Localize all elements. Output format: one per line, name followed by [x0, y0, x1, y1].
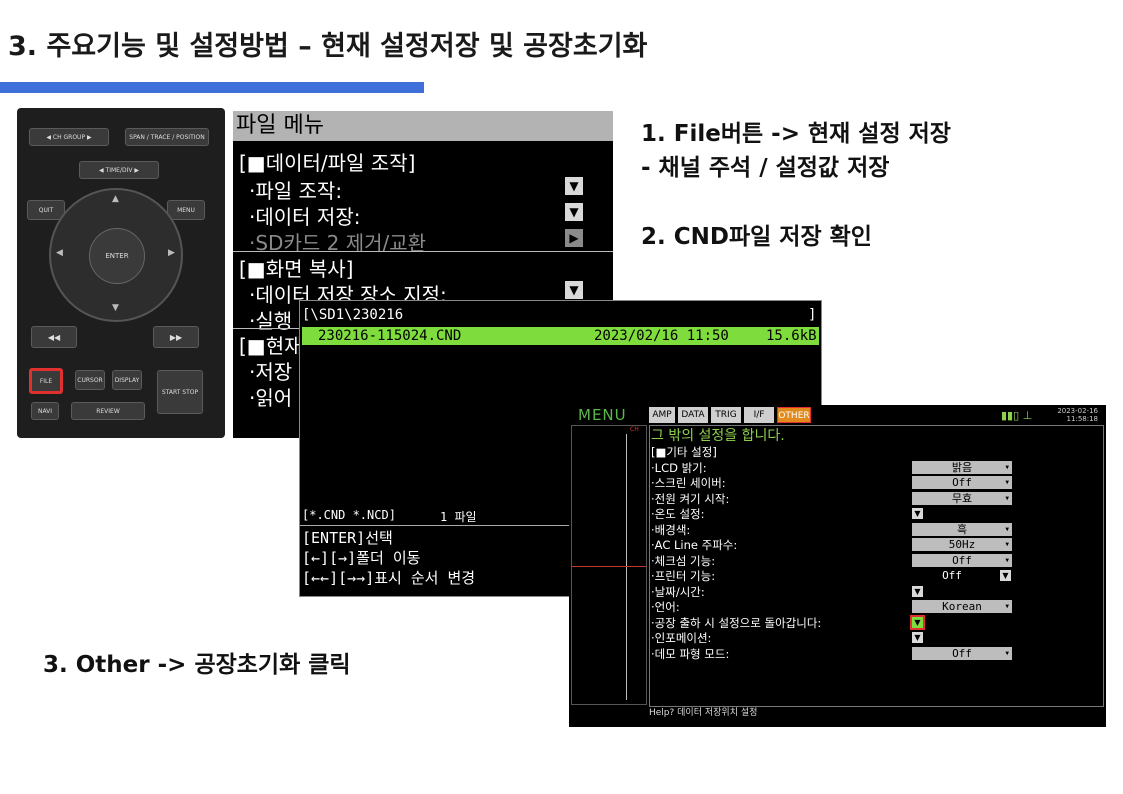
- enter-key[interactable]: ENTER: [89, 228, 145, 284]
- play-arrow-icon: ▶: [565, 229, 583, 247]
- language-select[interactable]: Korean: [912, 600, 1012, 613]
- file-size: 15.6kB: [766, 328, 817, 344]
- folder-path-end: ]: [808, 307, 817, 323]
- help-bar: Help? 데이터 저장위치 설정: [649, 708, 758, 718]
- note-step1: 1. File버튼 -> 현재 설정 저장: [641, 121, 951, 147]
- review-key[interactable]: REVIEW: [71, 402, 145, 420]
- slide-title: 3. 주요기능 및 설정방법 – 현재 설정저장 및 공장초기화: [8, 31, 648, 62]
- title-underline: [0, 82, 424, 93]
- help-folder-move: [←][→]폴더 이동: [302, 549, 421, 567]
- rewind-key[interactable]: ◀◀: [31, 326, 77, 348]
- checksum-select[interactable]: Off: [912, 554, 1012, 567]
- lcd-brightness-select[interactable]: 밝음: [912, 461, 1012, 474]
- dropdown-icon[interactable]: ▼: [565, 281, 583, 299]
- cursor-key[interactable]: CURSOR: [75, 370, 105, 390]
- printer-dropdown-icon[interactable]: ▼: [1000, 570, 1011, 581]
- file-filter: [*.CND *.NCD]: [302, 508, 396, 522]
- tab-other[interactable]: OTHER: [777, 407, 811, 423]
- section-other-settings: [■기타 설정]: [651, 445, 717, 459]
- file-date: 2023/02/16 11:50: [594, 328, 729, 344]
- settings-panel: [649, 425, 1104, 707]
- menu-key[interactable]: MENU: [167, 200, 205, 220]
- power-on-start-select[interactable]: 무효: [912, 492, 1012, 505]
- setting-background-color: ·배경색:: [651, 523, 691, 537]
- setting-date-time: ·날짜/시간:: [651, 585, 705, 599]
- settings-description: 그 밖의 설정을 합니다.: [651, 428, 785, 444]
- left-arrow-icon: ◀: [56, 248, 63, 258]
- file-count: 1 파일: [440, 510, 477, 524]
- other-settings-screen: MENU AMP DATA TRIG I/F OTHER ▮▮▯ ⊥ 2023-…: [569, 405, 1106, 727]
- setting-checksum: ·체크섬 기능:: [651, 554, 716, 568]
- menu-label: MENU: [578, 406, 627, 424]
- setting-screen-saver: ·스크린 세이버:: [651, 476, 726, 490]
- folder-path: [\SD1\230216: [302, 307, 404, 323]
- status-date: 2023-02-16: [1057, 407, 1098, 415]
- status-icons: ▮▮▯ ⊥: [1001, 409, 1033, 422]
- status-clock: 2023-02-16 11:58:18: [1057, 407, 1098, 423]
- note-step2: 2. CND파일 저장 확인: [641, 224, 872, 250]
- factory-reset-dropdown-icon[interactable]: ▼: [910, 615, 925, 630]
- information-dropdown-icon[interactable]: ▼: [912, 632, 923, 643]
- trace-line: [572, 566, 646, 567]
- background-color-select[interactable]: 흑: [912, 523, 1012, 536]
- printer-value: Off: [942, 569, 962, 582]
- menu-item-execute[interactable]: ·실행: [249, 309, 293, 333]
- demo-waveform-select[interactable]: Off: [912, 647, 1012, 660]
- help-sort-order: [←←][→→]표시 순서 변경: [302, 569, 476, 587]
- ch-label: CH: [630, 426, 639, 433]
- file-name: 230216-115024.CND: [318, 328, 462, 344]
- note-step1-detail: - 채널 주석 / 설정값 저장: [641, 155, 890, 181]
- dropdown-icon[interactable]: ▼: [565, 203, 583, 221]
- section-current-settings: [■현재: [239, 334, 303, 358]
- section-screen-copy: [■화면 복사]: [239, 257, 354, 281]
- status-time: 11:58:18: [1066, 415, 1098, 423]
- down-arrow-icon: ▼: [112, 303, 119, 313]
- menu-item-load-settings[interactable]: ·읽어: [249, 386, 293, 410]
- note-step3: 3. Other -> 공장초기화 클릭: [43, 652, 351, 678]
- navi-key[interactable]: NAVI: [31, 402, 59, 420]
- tab-trig[interactable]: TRIG: [711, 407, 741, 423]
- setting-printer: ·프린터 기능:: [651, 569, 716, 583]
- dropdown-icon[interactable]: ▼: [565, 177, 583, 195]
- menu-item-save-settings[interactable]: ·저장: [249, 360, 293, 384]
- tab-data[interactable]: DATA: [678, 407, 708, 423]
- setting-demo-waveform: ·데모 파형 모드:: [651, 647, 730, 661]
- time-div-key[interactable]: ◀ TIME/DIV ▶: [79, 161, 159, 179]
- temperature-dropdown-icon[interactable]: ▼: [912, 508, 923, 519]
- waveform-area: CH: [571, 425, 647, 705]
- device-keypad-photo: ◀ CH GROUP ▶ SPAN / TRACE / POSITION ◀ T…: [17, 108, 225, 438]
- help-enter-select: [ENTER]선택: [302, 529, 393, 547]
- file-menu-header: 파일 메뉴: [233, 111, 613, 141]
- span-trace-key[interactable]: SPAN / TRACE / POSITION: [125, 128, 209, 146]
- ch-group-key[interactable]: ◀ CH GROUP ▶: [29, 128, 109, 146]
- setting-lcd-brightness: ·LCD 밝기:: [651, 461, 707, 475]
- menu-item-data-save[interactable]: ·데이터 저장:: [249, 205, 361, 229]
- setting-factory-reset: ·공장 출하 시 설정으로 돌아갑니다:: [651, 616, 822, 630]
- section-data-file: [■데이터/파일 조작]: [239, 151, 416, 175]
- ac-line-frequency-select[interactable]: 50Hz: [912, 538, 1012, 551]
- tab-amp[interactable]: AMP: [649, 407, 675, 423]
- setting-power-on-start: ·전원 켜기 시작:: [651, 492, 730, 506]
- setting-temperature: ·온도 설정:: [651, 507, 705, 521]
- divider: [233, 251, 613, 252]
- up-arrow-icon: ▲: [112, 194, 119, 204]
- setting-information: ·인포메이션:: [651, 631, 712, 645]
- axis-line: [626, 434, 627, 700]
- file-row-selected[interactable]: 230216-115024.CND 2023/02/16 11:50 15.6k…: [302, 327, 819, 345]
- start-stop-key[interactable]: START STOP: [157, 370, 203, 414]
- divider: [300, 525, 821, 526]
- setting-language: ·언어:: [651, 600, 680, 614]
- setting-ac-line-frequency: ·AC Line 주파수:: [651, 538, 738, 552]
- forward-key[interactable]: ▶▶: [153, 326, 199, 348]
- right-arrow-icon: ▶: [168, 248, 175, 258]
- tab-if[interactable]: I/F: [744, 407, 774, 423]
- date-time-dropdown-icon[interactable]: ▼: [912, 586, 923, 597]
- dpad-control[interactable]: ▲ ▼ ◀ ▶ ENTER: [49, 188, 183, 322]
- screen-saver-select[interactable]: Off: [912, 476, 1012, 489]
- menu-item-file-operation[interactable]: ·파일 조작:: [249, 179, 343, 203]
- file-key[interactable]: FILE: [29, 368, 63, 394]
- display-key[interactable]: DISPLAY: [112, 370, 142, 390]
